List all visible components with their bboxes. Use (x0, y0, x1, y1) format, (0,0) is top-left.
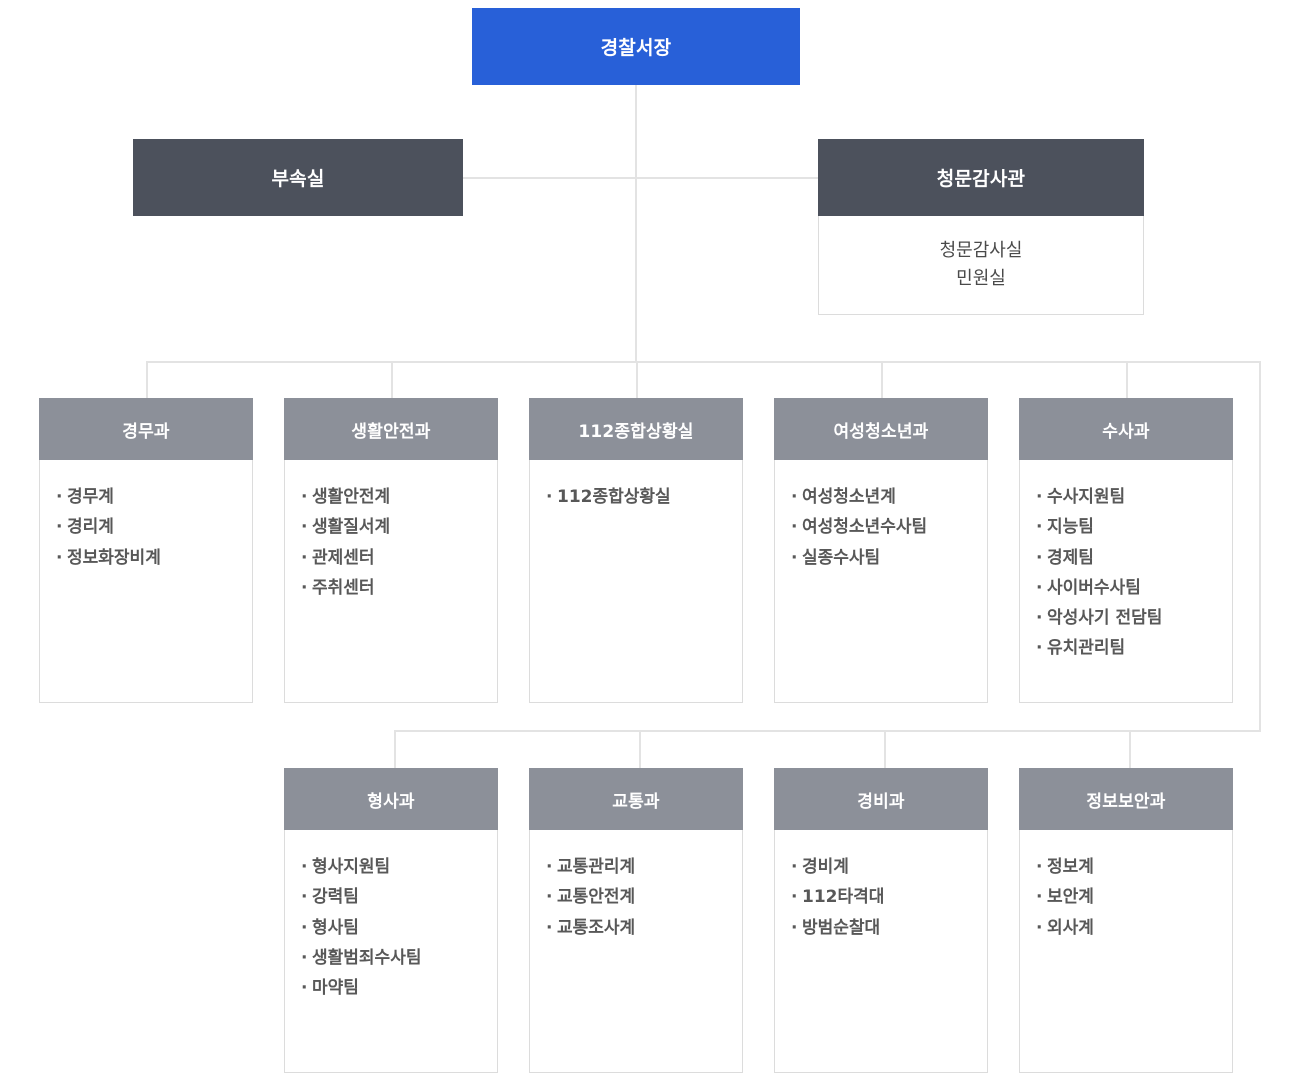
department-body: 교통관리계 교통안전계 교통조사계 (529, 830, 743, 1073)
connector-drop-row1-4 (881, 361, 883, 398)
department-title: 경무과 (39, 398, 253, 460)
sub-unit-item: 보안계 (1034, 882, 1218, 913)
connector-staff-horizontal (463, 177, 818, 179)
connector-row2-bus (394, 730, 1261, 732)
sub-unit-item: 방범순찰대 (789, 913, 973, 944)
connector-drop-row2-1 (394, 730, 396, 768)
sub-unit-item: 112타격대 (789, 882, 973, 913)
connector-drop-row2-2 (639, 730, 641, 768)
department-sub-list: 여성청소년계 여성청소년수사팀 실종수사팀 (789, 482, 973, 573)
department-title: 정보보안과 (1019, 768, 1233, 830)
sub-unit-item: 수사지원팀 (1034, 482, 1218, 513)
sub-unit-item: 지능팀 (1034, 512, 1218, 543)
sub-unit-item: 강력팀 (299, 882, 483, 913)
department-body: 수사지원팀 지능팀 경제팀 사이버수사팀 악성사기 전담팀 유치관리팀 (1019, 460, 1233, 703)
department-body: 112종합상황실 (529, 460, 743, 703)
sub-unit-item: 관제센터 (299, 543, 483, 574)
department-body: 형사지원팀 강력팀 형사팀 생활범죄수사팀 마약팀 (284, 830, 498, 1073)
department-title: 형사과 (284, 768, 498, 830)
sub-unit-item: 마약팀 (299, 973, 483, 1004)
sub-unit-item: 경비계 (789, 852, 973, 883)
sub-unit-item: 생활범죄수사팀 (299, 943, 483, 974)
sub-unit-item: 경리계 (54, 512, 238, 543)
node-department-general-affairs[interactable]: 경무과 경무계 경리계 정보화장비계 (39, 398, 253, 703)
connector-drop-row1-1 (146, 361, 148, 398)
node-police-chief[interactable]: 경찰서장 (472, 8, 800, 85)
connector-drop-row1-3 (636, 361, 638, 398)
department-sub-list: 정보계 보안계 외사계 (1034, 852, 1218, 943)
department-sub-list: 112종합상황실 (544, 482, 728, 513)
sub-unit-item: 형사팀 (299, 913, 483, 944)
department-sub-list: 형사지원팀 강력팀 형사팀 생활범죄수사팀 마약팀 (299, 852, 483, 1004)
connector-drop-row2-3 (884, 730, 886, 768)
sub-unit-item: 여성청소년계 (789, 482, 973, 513)
node-department-women-juvenile[interactable]: 여성청소년과 여성청소년계 여성청소년수사팀 실종수사팀 (774, 398, 988, 703)
department-body: 정보계 보안계 외사계 (1019, 830, 1233, 1073)
sub-unit-item: 사이버수사팀 (1034, 573, 1218, 604)
annex-office-title: 부속실 (133, 139, 463, 216)
department-sub-list: 생활안전계 생활질서계 관제센터 주취센터 (299, 482, 483, 603)
sub-unit-item: 생활안전계 (299, 482, 483, 513)
node-department-intelligence-security[interactable]: 정보보안과 정보계 보안계 외사계 (1019, 768, 1233, 1073)
sub-unit-item: 경무계 (54, 482, 238, 513)
department-body: 경비계 112타격대 방범순찰대 (774, 830, 988, 1073)
audit-office-item: 민원실 (956, 268, 1006, 289)
department-body: 여성청소년계 여성청소년수사팀 실종수사팀 (774, 460, 988, 703)
sub-unit-item: 정보화장비계 (54, 543, 238, 574)
connector-right-riser (1259, 361, 1261, 731)
sub-unit-item: 정보계 (1034, 852, 1218, 883)
node-department-security-guard[interactable]: 경비과 경비계 112타격대 방범순찰대 (774, 768, 988, 1073)
sub-unit-item: 경제팀 (1034, 543, 1218, 574)
department-title: 112종합상황실 (529, 398, 743, 460)
department-sub-list: 교통관리계 교통안전계 교통조사계 (544, 852, 728, 943)
department-body: 생활안전계 생활질서계 관제센터 주취센터 (284, 460, 498, 703)
police-chief-title: 경찰서장 (472, 8, 800, 85)
sub-unit-item: 실종수사팀 (789, 543, 973, 574)
department-sub-list: 수사지원팀 지능팀 경제팀 사이버수사팀 악성사기 전담팀 유치관리팀 (1034, 482, 1218, 664)
connector-drop-row1-5 (1126, 361, 1128, 398)
sub-unit-item: 교통조사계 (544, 913, 728, 944)
sub-unit-item: 형사지원팀 (299, 852, 483, 883)
node-department-112-situation-room[interactable]: 112종합상황실 112종합상황실 (529, 398, 743, 703)
department-title: 수사과 (1019, 398, 1233, 460)
audit-officer-title: 청문감사관 (818, 139, 1144, 216)
node-audit-officer[interactable]: 청문감사관 청문감사실 민원실 (818, 139, 1144, 315)
connector-chief-down (635, 85, 637, 362)
node-department-traffic[interactable]: 교통과 교통관리계 교통안전계 교통조사계 (529, 768, 743, 1073)
sub-unit-item: 유치관리팀 (1034, 633, 1218, 664)
sub-unit-item: 112종합상황실 (544, 482, 728, 513)
audit-officer-body: 청문감사실 민원실 (818, 216, 1144, 315)
department-title: 교통과 (529, 768, 743, 830)
sub-unit-item: 악성사기 전담팀 (1034, 603, 1218, 634)
connector-row1-bus (146, 361, 1261, 363)
department-title: 생활안전과 (284, 398, 498, 460)
department-body: 경무계 경리계 정보화장비계 (39, 460, 253, 703)
department-title: 경비과 (774, 768, 988, 830)
node-annex-office[interactable]: 부속실 (133, 139, 463, 216)
connector-drop-row1-2 (391, 361, 393, 398)
sub-unit-item: 주취센터 (299, 573, 483, 604)
department-sub-list: 경무계 경리계 정보화장비계 (54, 482, 238, 573)
department-sub-list: 경비계 112타격대 방범순찰대 (789, 852, 973, 943)
sub-unit-item: 여성청소년수사팀 (789, 512, 973, 543)
sub-unit-item: 외사계 (1034, 913, 1218, 944)
department-title: 여성청소년과 (774, 398, 988, 460)
audit-office-item: 청문감사실 (939, 240, 1023, 262)
sub-unit-item: 생활질서계 (299, 512, 483, 543)
sub-unit-item: 교통안전계 (544, 882, 728, 913)
node-department-criminal-affairs[interactable]: 형사과 형사지원팀 강력팀 형사팀 생활범죄수사팀 마약팀 (284, 768, 498, 1073)
connector-drop-row2-4 (1129, 730, 1131, 768)
sub-unit-item: 교통관리계 (544, 852, 728, 883)
node-department-community-safety[interactable]: 생활안전과 생활안전계 생활질서계 관제센터 주취센터 (284, 398, 498, 703)
node-department-investigation[interactable]: 수사과 수사지원팀 지능팀 경제팀 사이버수사팀 악성사기 전담팀 유치관리팀 (1019, 398, 1233, 703)
